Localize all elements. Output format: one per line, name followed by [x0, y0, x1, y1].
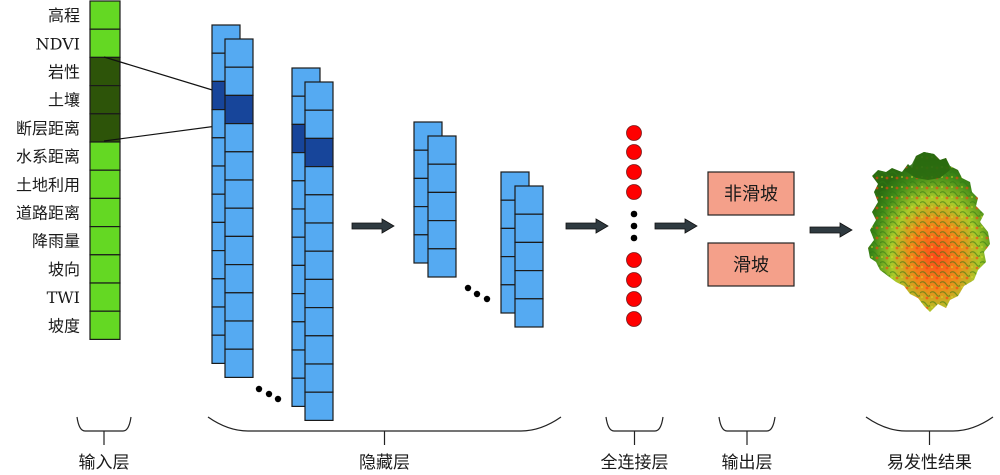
feature-map-cell: [224, 264, 254, 294]
feature-map-cell: [427, 191, 457, 222]
right-arrow-icon: [654, 218, 698, 234]
neuron-node: [626, 252, 642, 268]
fully-connected-layer: [626, 125, 642, 327]
input-feature-label: 道路距离: [16, 204, 80, 223]
neuron-node: [626, 311, 642, 327]
feature-map-cell: [224, 292, 254, 322]
input-feature-label: 岩性: [48, 63, 80, 82]
input-cell: [89, 282, 121, 312]
feature-map-cell: [224, 122, 254, 153]
neuron-node: [626, 164, 642, 180]
feature-map-cell: [224, 38, 254, 68]
output-layer: 非滑坡 滑坡: [707, 171, 795, 287]
feature-map-3-front: [427, 135, 457, 278]
right-arrow-icon: [809, 222, 853, 238]
hidden-layer-brace-caption: 隐藏层: [359, 453, 410, 473]
feature-map-cell: [224, 320, 254, 350]
output-box-non-landslide: [707, 171, 795, 216]
feature-map-cell: [304, 278, 334, 309]
result-brace: 易发性结果: [865, 416, 994, 473]
neuron-node: [626, 144, 642, 160]
feature-map-cell: [304, 335, 334, 365]
input-feature-label: 坡向: [48, 260, 80, 279]
input-cell: [89, 0, 121, 30]
input-feature-label: TWI: [47, 288, 80, 307]
feature-map-cell: [304, 137, 334, 168]
feature-map-cell: [427, 220, 457, 250]
feature-map-cell: [224, 66, 254, 96]
input-feature-label: 断层距离: [16, 119, 80, 138]
output-layer-brace-caption: 输出层: [722, 453, 773, 473]
neuron-node: [626, 125, 642, 141]
hidden-ellipsis-2-icon: [464, 284, 491, 303]
input-cell: [89, 226, 121, 256]
input-feature-label: 土地利用: [16, 175, 80, 194]
right-arrow-icon: [351, 218, 395, 234]
hidden-layer: [211, 24, 544, 422]
input-feature-label: NDVI: [36, 34, 80, 53]
feature-map-cell: [224, 348, 254, 379]
feature-map-cell: [224, 151, 254, 181]
hidden-layer-brace: 隐藏层: [207, 416, 562, 473]
neuron-node: [626, 291, 642, 307]
output-label-non-landslide: 非滑坡: [724, 184, 778, 205]
receptive-line-bottom: [103, 123, 233, 142]
input-cell: [89, 310, 121, 341]
input-feature-label: 水系距离: [16, 147, 80, 166]
feature-map-cell: [304, 250, 334, 280]
feature-map-cell: [427, 163, 457, 193]
susceptibility-map-icon: [868, 152, 990, 312]
feature-map-cell: [304, 109, 334, 139]
feature-map-cell: [514, 185, 544, 215]
feature-map-cell: [304, 391, 334, 422]
feature-map-cell: [304, 194, 334, 224]
feature-map-cell: [514, 298, 544, 328]
input-cell: [89, 28, 121, 59]
feature-map-cell: [224, 207, 254, 237]
neuron-node: [626, 272, 642, 288]
output-layer-brace: 输出层: [718, 416, 776, 473]
input-feature-label: 高程: [48, 6, 80, 25]
input-cell: [89, 141, 121, 171]
feature-map-cell: [304, 222, 334, 252]
output-label-landslide: 滑坡: [733, 255, 769, 276]
receptive-line-top: [103, 56, 233, 97]
fc-ellipsis-icon: [630, 210, 638, 242]
feature-map-cell: [514, 213, 544, 243]
hidden-ellipsis-1-icon: [255, 385, 282, 403]
feature-map-cell: [304, 307, 334, 337]
input-cell: [89, 197, 121, 228]
input-layer-brace-caption: 输入层: [79, 453, 130, 473]
fully-connected-brace: 全连接层: [601, 416, 669, 473]
feature-map-cell: [514, 241, 544, 272]
output-box-landslide: [707, 242, 795, 287]
feature-map-cell: [427, 248, 457, 278]
input-cell: [89, 254, 121, 284]
feature-map-cell: [224, 94, 254, 125]
feature-map-cell: [224, 235, 254, 266]
feature-map-cell: [514, 270, 544, 300]
feature-map-cell: [224, 179, 254, 209]
input-cell: [89, 56, 121, 87]
receptive-field-lines: [103, 56, 233, 142]
fully-connected-brace-caption: 全连接层: [601, 453, 669, 473]
feature-map-cell: [304, 166, 334, 196]
feature-map-4-front: [514, 185, 544, 328]
feature-map-cell: [304, 81, 334, 111]
input-cell: [89, 113, 121, 143]
input-layer-brace: 输入层: [76, 416, 132, 473]
neuron-node: [626, 184, 642, 200]
right-arrow-icon: [565, 218, 609, 234]
input-feature-label: 降雨量: [32, 232, 80, 251]
input-cell: [89, 169, 121, 199]
feature-map-1-front: [224, 38, 254, 379]
result-brace-caption: 易发性结果: [887, 453, 972, 473]
input-feature-label: 坡度: [48, 316, 80, 335]
feature-map-2-front: [304, 81, 334, 422]
feature-map-cell: [304, 363, 334, 393]
feature-map-cell: [427, 135, 457, 165]
input-feature-label: 土壤: [48, 91, 80, 110]
input-cell: [89, 84, 121, 115]
